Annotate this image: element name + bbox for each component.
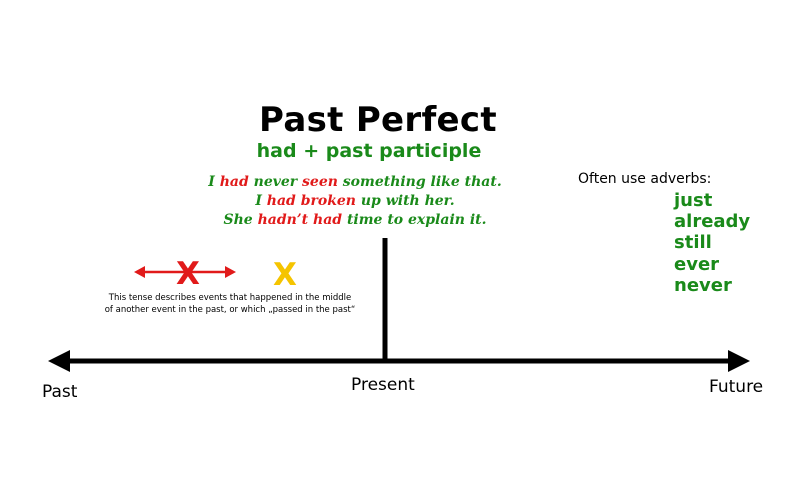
example-sentence-2: I had broken up with her. bbox=[150, 193, 560, 209]
example-1-part: I bbox=[208, 174, 220, 190]
adverb-still: still bbox=[674, 232, 712, 253]
tense-description-note: This tense describes events that happene… bbox=[80, 292, 380, 316]
note-line-2: of another event in the past, or which „… bbox=[104, 305, 356, 315]
example-3-part: She bbox=[223, 212, 258, 228]
adverb-just: just bbox=[674, 190, 713, 211]
example-sentence-1: I had never seen something like that. bbox=[150, 174, 560, 190]
red-x-marker: X bbox=[176, 256, 200, 292]
example-3-part: time to explain it. bbox=[342, 212, 487, 228]
example-2-verb: had broken bbox=[266, 193, 356, 209]
timeline-label-past: Past bbox=[42, 382, 78, 402]
page-title: Past Perfect bbox=[259, 100, 497, 140]
example-1-verb: had bbox=[219, 174, 249, 190]
example-sentence-3: She hadn’t had time to explain it. bbox=[150, 212, 560, 228]
note-line-1: This tense describes events that happene… bbox=[108, 293, 352, 303]
example-1-part: never bbox=[248, 174, 303, 190]
yellow-x-marker: X bbox=[273, 257, 297, 293]
example-2-part: I bbox=[255, 193, 267, 209]
example-1-part: something like that. bbox=[337, 174, 502, 190]
adverbs-label: Often use adverbs: bbox=[578, 171, 712, 187]
example-2-part: up with her. bbox=[355, 193, 455, 209]
adverb-ever: ever bbox=[674, 254, 720, 275]
timeline-label-future: Future bbox=[709, 377, 764, 397]
red-double-arrow bbox=[134, 266, 236, 278]
adverb-already: already bbox=[674, 211, 751, 232]
timeline-label-present: Present bbox=[351, 375, 415, 395]
adverb-never: never bbox=[674, 275, 732, 296]
timeline-right-arrowhead bbox=[728, 350, 750, 372]
timeline-left-arrowhead bbox=[48, 350, 70, 372]
formula-text: had + past participle bbox=[256, 140, 482, 162]
example-3-verb: hadn’t had bbox=[257, 212, 343, 228]
example-1-verb: seen bbox=[302, 174, 338, 190]
